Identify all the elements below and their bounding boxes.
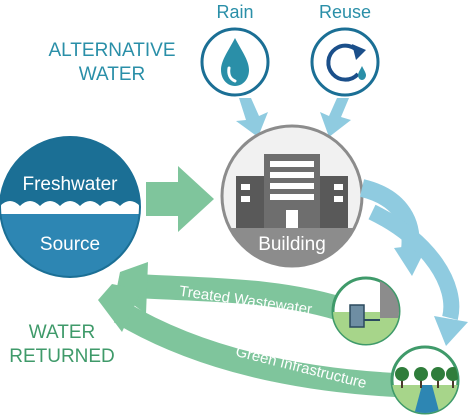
water-returned-title-line1: WATER [29,322,96,343]
rain-to-building-arrow [236,98,268,137]
source-label: Source [40,234,100,255]
recycle-arrow-icon [326,43,366,82]
rain-label: Rain [216,2,253,22]
wave-line [0,201,140,214]
treatment-circle [331,276,401,346]
source-to-building-arrow [146,166,214,232]
treatment-tank-icon [349,304,380,328]
alternative-water-title-line2: WATER [79,64,146,85]
building-icon [236,154,348,228]
reuse-to-building-arrow [320,98,351,137]
water-drop-icon [221,38,249,86]
green-infrastructure-arrow [98,284,397,397]
trees-icon [395,367,458,388]
alternative-water-title-line1: ALTERNATIVE [48,40,175,61]
green-infrastructure-circle [390,345,460,415]
building-to-green-arrow [368,204,468,346]
water-returned-title-line2: RETURNED [9,346,115,367]
rain-circle [200,27,270,97]
building-label: Building [258,234,326,255]
reuse-circle [310,27,380,97]
building-circle [220,124,364,268]
reuse-label: Reuse [319,2,371,22]
freshwater-label: Freshwater [22,174,118,195]
freshwater-source-circle [0,136,141,278]
